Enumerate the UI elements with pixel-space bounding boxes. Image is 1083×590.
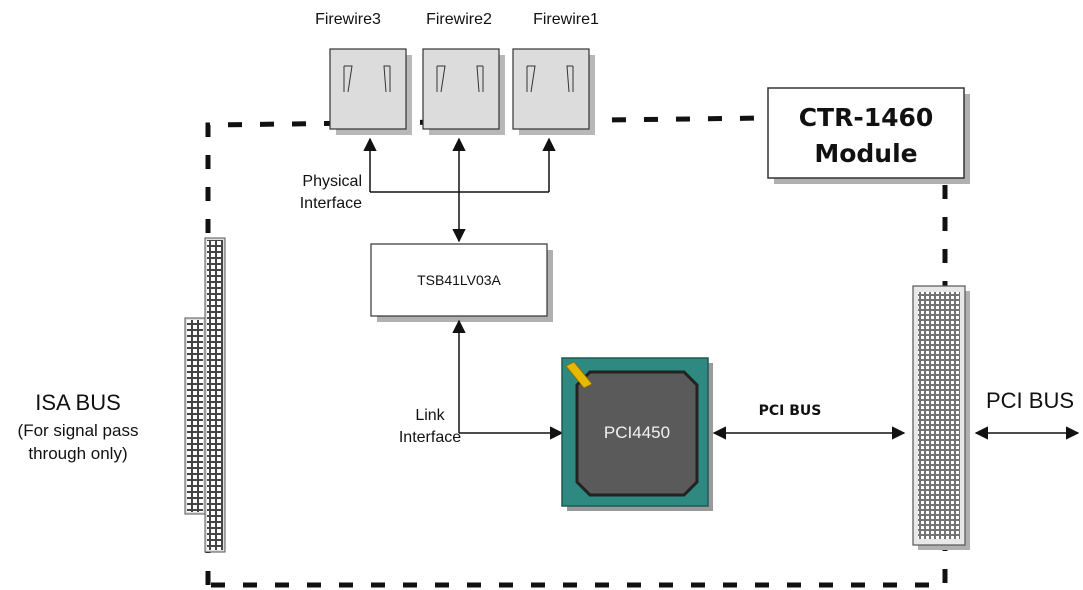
isa-connector <box>184 237 226 553</box>
isa-bus-note-line2: through only) <box>28 444 127 463</box>
isa-bus-label: ISA BUS <box>35 390 121 415</box>
firewire3-port <box>329 48 412 135</box>
phy-chip-box: TSB41LV03A <box>370 243 553 322</box>
pci4450-chip: PCI4450 <box>561 357 713 511</box>
firewire3-label: Firewire3 <box>315 11 381 28</box>
firewire2-label: Firewire2 <box>426 11 492 28</box>
link-interface-label-line1: Link <box>415 407 445 424</box>
link-interface-line <box>452 319 564 440</box>
physical-interface-label-line1: Physical <box>302 173 362 190</box>
phy-chip-label: TSB41LV03A <box>417 272 501 288</box>
firewire1-port <box>512 48 595 135</box>
module-title-line1: CTR-1460 <box>799 103 934 132</box>
module-title-line2: Module <box>814 139 917 168</box>
physical-interface-label-line2: Interface <box>300 195 362 212</box>
firewire2-port <box>422 48 505 135</box>
link-interface-label-line2: Interface <box>399 429 461 446</box>
pci-connector <box>912 285 970 550</box>
physical-interface-lines <box>363 137 556 243</box>
pci4450-chip-label: PCI4450 <box>604 423 670 442</box>
isa-bus-note-line1: (For signal pass <box>18 421 139 440</box>
external-pci-bus-label: PCI BUS <box>986 388 1074 413</box>
pin1-marker-icon <box>565 361 593 389</box>
firewire1-label: Firewire1 <box>533 11 599 28</box>
module-title-box: CTR-1460 Module <box>767 87 970 184</box>
internal-pci-bus-label: PCI BUS <box>759 403 822 419</box>
